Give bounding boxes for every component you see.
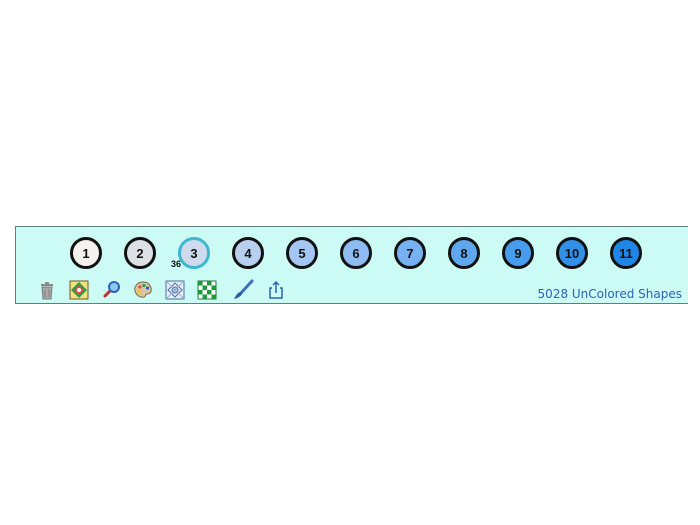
swatch-number: 1 bbox=[82, 245, 90, 261]
color-swatch-9[interactable]: 9 bbox=[502, 237, 534, 269]
swatch-number: 9 bbox=[514, 245, 522, 261]
checkerboard-icon bbox=[197, 280, 217, 300]
color-swatch-3[interactable]: 3 bbox=[178, 237, 210, 269]
color-swatch-5[interactable]: 5 bbox=[286, 237, 318, 269]
color-swatch-1[interactable]: 1 bbox=[70, 237, 102, 269]
swatch-number: 11 bbox=[619, 245, 633, 261]
swatch-number: 2 bbox=[136, 245, 144, 261]
reveal-button[interactable] bbox=[68, 279, 90, 301]
magnifier-icon bbox=[103, 281, 120, 298]
pattern-button[interactable] bbox=[164, 279, 186, 301]
palette-button[interactable] bbox=[132, 279, 154, 301]
palette-icon bbox=[134, 281, 152, 298]
share-icon bbox=[269, 280, 283, 299]
reveal-icon bbox=[69, 280, 89, 300]
color-swatch-11[interactable]: 11 bbox=[610, 237, 642, 269]
swatch-number: 8 bbox=[460, 245, 468, 261]
uncolored-shapes-status: 5028 UnColored Shapes bbox=[537, 287, 682, 301]
palette-bar: 1 2 3 4 5 6 7 8 9 10 11 36 bbox=[15, 226, 688, 304]
color-swatch-7[interactable]: 7 bbox=[394, 237, 426, 269]
toolbar bbox=[16, 279, 688, 303]
swatch-number: 10 bbox=[564, 245, 580, 261]
swatch-number: 6 bbox=[352, 245, 360, 261]
checkerboard-button[interactable] bbox=[196, 279, 218, 301]
color-swatch-6[interactable]: 6 bbox=[340, 237, 372, 269]
find-button[interactable] bbox=[100, 279, 122, 301]
color-swatch-10[interactable]: 10 bbox=[556, 237, 588, 269]
swatch-number: 4 bbox=[244, 245, 252, 261]
color-swatch-row: 1 2 3 4 5 6 7 8 9 10 11 36 bbox=[16, 227, 688, 277]
swatch-number: 5 bbox=[298, 245, 306, 261]
color-swatch-2[interactable]: 2 bbox=[124, 237, 156, 269]
color-swatch-4[interactable]: 4 bbox=[232, 237, 264, 269]
pattern-icon bbox=[165, 280, 185, 300]
trash-button[interactable] bbox=[36, 279, 58, 301]
color-swatch-8[interactable]: 8 bbox=[448, 237, 480, 269]
brush-button[interactable] bbox=[232, 279, 254, 301]
trash-icon bbox=[41, 282, 53, 300]
brush-icon bbox=[234, 279, 254, 299]
share-button[interactable] bbox=[265, 279, 287, 301]
selected-swatch-count: 36 bbox=[171, 259, 182, 269]
swatch-number: 7 bbox=[406, 245, 414, 261]
swatch-number: 3 bbox=[190, 245, 198, 261]
